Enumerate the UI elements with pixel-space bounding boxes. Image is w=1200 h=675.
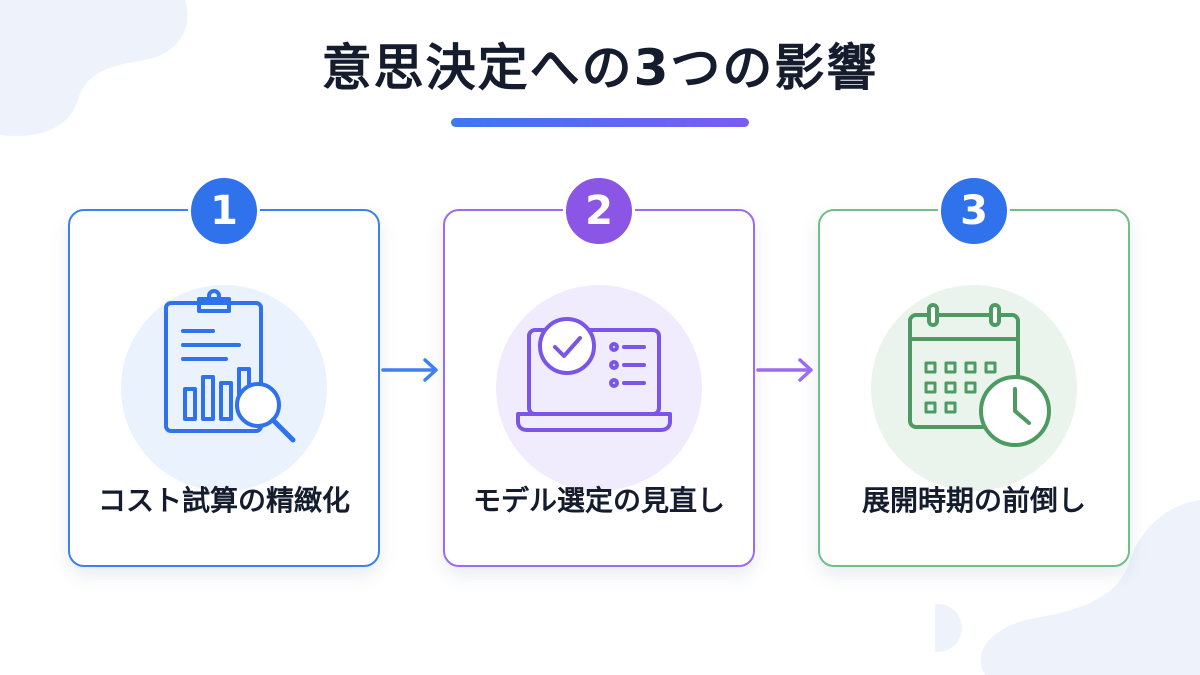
calendar-clock-icon [908, 303, 1051, 447]
background-blob-bottom-right [935, 500, 1200, 675]
step-badge-3: 3 [938, 175, 1010, 247]
arrow-right-icon [381, 358, 438, 382]
laptop-checklist-icon [516, 317, 672, 432]
step-label-1: コスト試算の精緻化 [97, 484, 350, 517]
background-blob-top-left [0, 0, 188, 136]
step-badge-2: 2 [563, 175, 635, 247]
step-card-1: 1 コスト試算の精緻化 [68, 175, 380, 567]
step-card-3: 3 展開時期の前倒し [818, 175, 1130, 567]
step-label-2: モデル選定の見直し [472, 484, 725, 517]
page-title: 意思決定への3つの影響 [321, 39, 879, 97]
arrow-right-icon [756, 358, 813, 382]
step-label-3: 展開時期の前倒し [861, 484, 1086, 517]
step-card-2: 2 モデル選定の見直し [443, 175, 755, 567]
title-underline [451, 118, 749, 127]
icon-background-circle [121, 285, 327, 491]
step-badge-1: 1 [188, 175, 260, 247]
clipboard-chart-search-icon [164, 289, 296, 443]
